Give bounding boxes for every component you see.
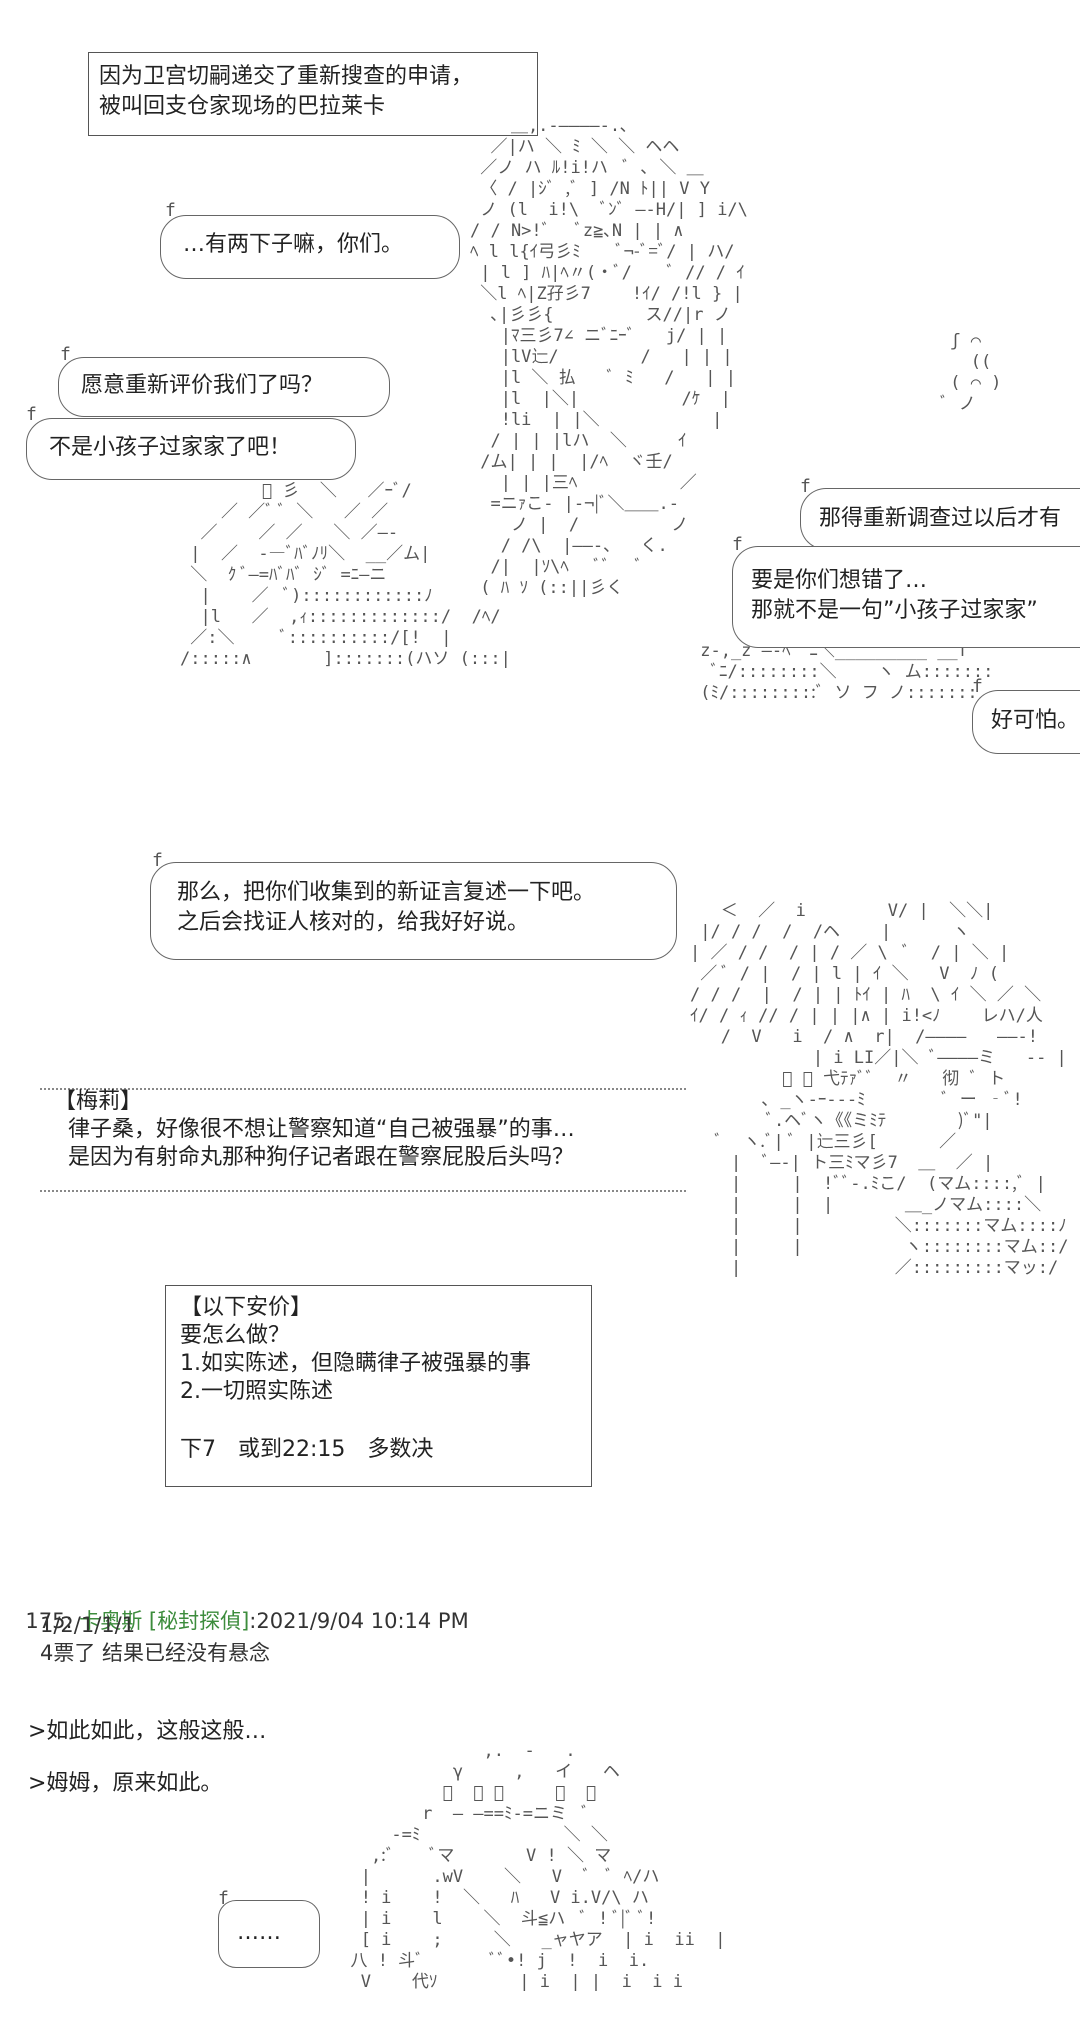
bubble-text-ellipsis: …… [237,1920,281,1945]
bubble-tail-marker: f [972,676,983,697]
post-header: 175: 卡奥斯 [秘封探偵]:2021/9/04 10:14 PM [25,1609,469,1633]
post-line-2: 4票了 结果已经没有悬念 [40,1641,271,1665]
bubble-text-if-wrong-2: 那就不是一句”小孩子过家家” [751,598,1038,623]
bubble-tail-marker: f [732,534,743,555]
ascii-art-figure-panel2: ＜ ／ i V/ | ＼＼| |/ / / / /ヘ | ヽ | ／ / / /… [690,901,1080,1278]
bubble-text-reinvestigate: 那得重新调查过以后才有 [819,506,1062,531]
ascii-art-figure-panel3: ,. - . γ , イ ヘ ﾞ ／ ﾞ ＿ ﾞ r ― ―==ﾐ-=ニミ ﾞ … [350,1741,726,1992]
post-line-1: 1/2/1/1/1 [40,1613,136,1637]
bubble-tail-marker: f [26,404,37,425]
speech-bubble-retell-testimony: 那么，把你们收集到的新证言复述一下吧。 之后会找证人核对的，给我好好说。 [150,862,677,960]
post-number: 175 [25,1609,66,1633]
meri-dialogue-line-1: 律子桑，好像很不想让警察知道“自己被强暴”的事… [68,1117,575,1142]
narration-i-see: >姆姆，原来如此。 [28,1771,223,1796]
bubble-text-not-child-play: 不是小孩子过家家了吧！ [49,435,292,460]
vote-box: 【以下安价】 要怎么做？ 1.如实陈述，但隐瞒律子被强暴的事 2.一切照实陈述 … [165,1285,592,1487]
speech-bubble-scary: 好可怕。 [972,690,1080,754]
speech-bubble-reevaluate: 愿意重新评价我们了吗？ [58,357,390,417]
ascii-art-figure-left: ＿,.-――――-.､ ／|ハ ＼ ﾐ ＼ ＼ ヘヘ ／ノ ハ ﾙ!i!ハ ﾞ … [470,116,748,598]
speech-bubble-reinvestigate: 那得重新调查过以后才有 [800,488,1080,550]
narration-so-and-so: >如此如此，这般这般… [28,1719,267,1744]
bubble-tail-marker: f [165,200,176,221]
post-author[interactable]: 卡奥斯 [79,1609,143,1633]
bubble-tail-marker: f [800,476,811,497]
bubble-text-retell-1: 那么，把你们收集到的新证言复述一下吧。 [177,880,596,905]
meri-dialogue-line-2: 是因为有射命丸那种狗仔记者跟在警察屁股后头吗？ [68,1145,575,1170]
post-author-tag: [秘封探偵] [148,1609,250,1633]
bubble-text-praise: …有两下子嘛，你们。 [183,232,404,257]
meri-dialogue-box: 【梅莉】 律子桑，好像很不想让警察知道“自己被强暴”的事… 是因为有射命丸那种狗… [40,1088,686,1192]
vote-question: 要怎么做？ [180,1323,291,1348]
bubble-text-scary: 好可怕。 [991,708,1080,733]
speaker-name: 【梅莉】 [54,1089,143,1114]
narration-box: 因为卫宫切嗣递交了重新搜查的申请， 被叫回支仓家现场的巴拉莱卡 [88,52,538,136]
post-datetime: 2021/9/04 10:14 PM [256,1609,469,1633]
bubble-text-if-wrong-1: 要是你们想错了… [751,568,928,593]
bubble-tail-marker: f [60,344,71,365]
speech-bubble-not-child-play: 不是小孩子过家家了吧！ [26,418,356,480]
speech-bubble-praise: …有两下子嘛，你们。 [160,215,460,279]
bubble-text-retell-2: 之后会找证人核对的，给我好好说。 [177,910,530,935]
narration-line-2: 被叫回支仓家现场的巴拉莱卡 [99,94,386,119]
narration-line-1: 因为卫宫切嗣递交了重新搜查的申请， [99,64,474,89]
ascii-art-character-right: ʃ ⌒ (( ( ⌒ ) ﾞ ノ [940,331,1002,414]
bubble-tail-marker: f [218,1888,229,1909]
bubble-tail-marker: f [152,850,163,871]
speech-bubble-if-wrong: 要是你们想错了… 那就不是一句”小孩子过家家” [732,546,1080,648]
vote-title: 【以下安价】 [180,1295,313,1320]
vote-deadline: 下7 或到22:15 多数决 [180,1437,434,1462]
vote-option-2: 2.一切照实陈述 [180,1379,333,1404]
speech-bubble-ellipsis: …… [218,1900,320,1968]
vote-option-1: 1.如实陈述，但隐瞒律子被强暴的事 [180,1351,531,1376]
bubble-text-reevaluate: 愿意重新评价我们了吗？ [81,373,324,398]
ascii-art-figure-bottom-left: ﾞ 彡 ＼ ／ｰﾞ/ ／ ／ﾞ ﾞ ＼ ／ ／ ／ ／ ／ ＼ ／―- | ／ … [180,481,511,669]
